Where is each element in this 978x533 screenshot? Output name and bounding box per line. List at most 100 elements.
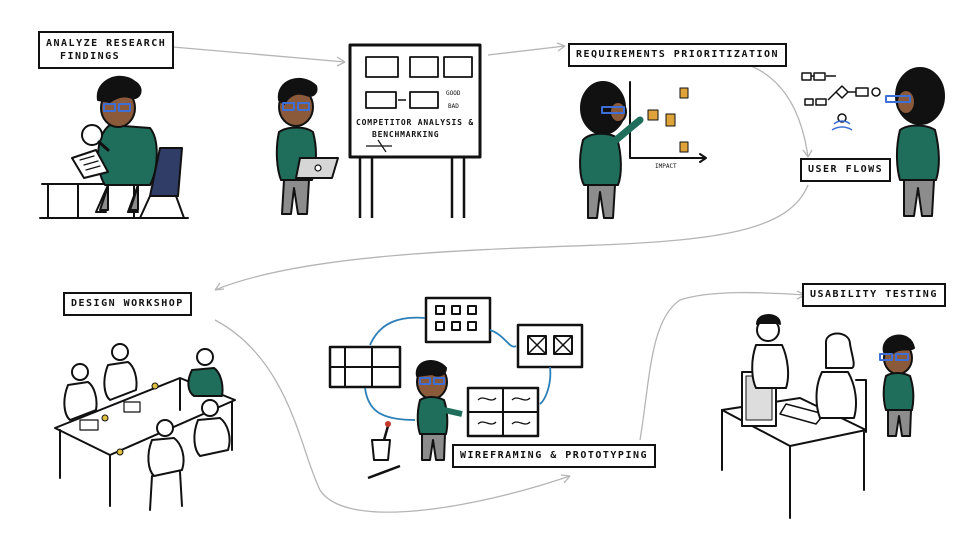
person-torso bbox=[579, 132, 622, 186]
observer-body bbox=[751, 344, 790, 389]
tester-hair bbox=[824, 332, 855, 369]
board-good: GOOD bbox=[446, 90, 461, 97]
card-icon bbox=[79, 419, 99, 431]
apple-logo-icon bbox=[314, 164, 322, 172]
stage-analyze-research-label: ANALYZE RESEARCH FINDINGS bbox=[38, 31, 175, 69]
lightbulb-icon bbox=[101, 414, 109, 422]
participant-body bbox=[193, 417, 231, 457]
chart-x-label: IMPACT bbox=[655, 163, 677, 170]
wireframe-person bbox=[367, 360, 463, 480]
desk bbox=[39, 183, 189, 219]
user-flow-scene bbox=[801, 72, 881, 131]
desk-legs bbox=[721, 409, 865, 519]
tester-chair bbox=[855, 379, 867, 433]
glasses-icon bbox=[879, 353, 893, 361]
grid-cell bbox=[451, 321, 461, 331]
person-torso bbox=[97, 124, 158, 186]
user-icon bbox=[837, 113, 847, 123]
participant-head bbox=[156, 419, 174, 437]
handshake-icon bbox=[366, 139, 392, 153]
person-arm bbox=[443, 407, 463, 417]
glasses-icon bbox=[103, 103, 116, 112]
person-torso bbox=[896, 124, 940, 181]
board-screen bbox=[443, 56, 473, 78]
flow-arrowhead-4 bbox=[214, 282, 225, 291]
person-pants bbox=[421, 433, 446, 461]
analyze-line-1: ANALYZE RESEARCH bbox=[46, 38, 167, 49]
participant-head bbox=[201, 399, 219, 417]
flow-arrowhead-5 bbox=[560, 474, 571, 484]
person-pants bbox=[903, 179, 935, 217]
table-lines bbox=[330, 347, 400, 387]
observer-hair bbox=[756, 314, 781, 325]
sticky-note bbox=[665, 113, 676, 127]
wave-icon bbox=[831, 126, 853, 131]
competitor-board: COMPETITOR ANALYSIS & BENCHMARKING GOOD … bbox=[348, 43, 482, 218]
person-hair bbox=[415, 360, 447, 377]
person-arm bbox=[612, 116, 644, 144]
participant-head bbox=[196, 348, 214, 366]
participant-body bbox=[63, 381, 98, 421]
glasses-icon bbox=[419, 377, 431, 385]
wf-connector bbox=[539, 366, 552, 405]
magnifier-handle bbox=[97, 140, 110, 152]
flow-line-5 bbox=[214, 319, 571, 513]
lightbulb-icon bbox=[116, 448, 124, 456]
board-screen bbox=[365, 91, 397, 109]
sticky-note bbox=[679, 141, 689, 153]
magnifier-icon bbox=[81, 124, 103, 146]
participant-body bbox=[187, 367, 224, 397]
person-hair bbox=[96, 75, 142, 103]
person-pants bbox=[587, 184, 616, 219]
stage-usability-label: USABILITY TESTING bbox=[802, 283, 946, 307]
paint-pot-icon bbox=[371, 439, 391, 461]
paint-tip bbox=[385, 421, 391, 427]
wf-connector bbox=[364, 387, 416, 421]
participant-body bbox=[147, 437, 185, 477]
wireframe-scene bbox=[328, 296, 584, 438]
chair-legs bbox=[149, 471, 183, 511]
stage-user-flows-label: USER FLOWS bbox=[800, 158, 892, 182]
flow-line-1 bbox=[149, 44, 346, 63]
dashboard-lines bbox=[468, 388, 538, 436]
grid-cell bbox=[467, 305, 477, 315]
board-legs bbox=[358, 150, 466, 218]
board-bad: BAD bbox=[448, 103, 459, 110]
grid-cell bbox=[435, 321, 445, 331]
flow-line-2 bbox=[487, 45, 566, 56]
tester-body bbox=[815, 371, 857, 419]
glasses-icon bbox=[118, 103, 131, 112]
flow-diamond bbox=[835, 85, 849, 99]
flow-node bbox=[801, 72, 812, 81]
card-icon bbox=[123, 401, 141, 413]
flow-connectors bbox=[149, 42, 813, 513]
board-title-1: COMPETITOR ANALYSIS & bbox=[356, 118, 474, 127]
flow-arrowhead-2 bbox=[556, 42, 566, 52]
workshop-table bbox=[54, 377, 236, 456]
flow-arrowhead-1 bbox=[336, 56, 346, 67]
prioritization-scene: IMPACT bbox=[579, 81, 707, 219]
participant-body bbox=[103, 361, 138, 401]
analyze-scene bbox=[39, 75, 189, 219]
stage-design-workshop-label: DESIGN WORKSHOP bbox=[63, 292, 192, 316]
glasses-icon bbox=[895, 353, 909, 361]
sticky-note bbox=[647, 109, 659, 121]
document-icon bbox=[71, 149, 109, 179]
glasses-icon bbox=[433, 377, 445, 385]
chart-axes bbox=[629, 81, 706, 159]
image-placeholder-icon bbox=[527, 335, 547, 355]
presenter-scene bbox=[275, 77, 339, 215]
presenter-hair bbox=[277, 77, 318, 105]
wf-connector bbox=[489, 329, 517, 348]
flow-node bbox=[815, 98, 827, 106]
glasses-icon bbox=[601, 106, 625, 114]
flow-line-6 bbox=[639, 291, 806, 441]
flow-node bbox=[855, 87, 869, 97]
wf-connector bbox=[369, 316, 426, 346]
board-screen bbox=[409, 91, 439, 109]
glasses-icon bbox=[297, 102, 310, 111]
participant-head bbox=[71, 363, 89, 381]
workshop-scene bbox=[54, 343, 236, 511]
glasses-icon bbox=[885, 95, 911, 103]
flow-node bbox=[804, 98, 814, 106]
